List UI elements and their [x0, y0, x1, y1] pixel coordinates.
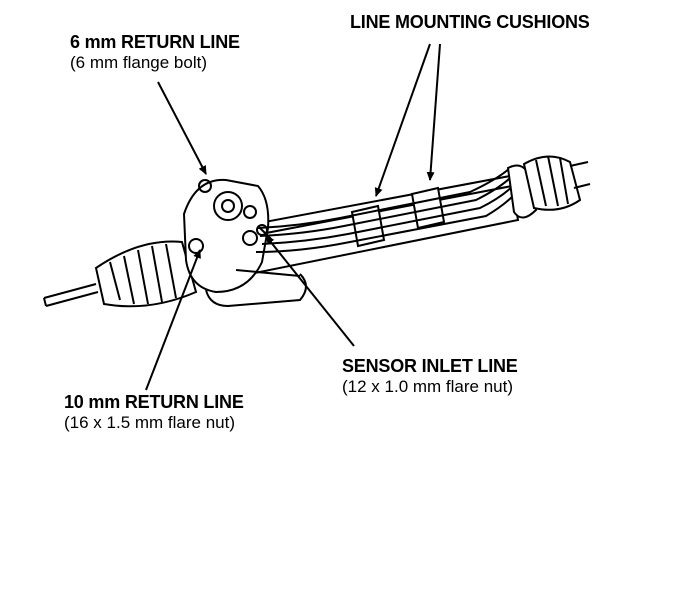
label-10mm-return-title: 10 mm RETURN LINE — [64, 392, 244, 412]
leader-10mm-return — [145, 249, 201, 391]
leader-lines — [145, 43, 441, 391]
label-cushions-title: LINE MOUNTING CUSHIONS — [350, 12, 590, 32]
rack-housing — [43, 155, 591, 308]
label-6mm-return-detail: (6 mm flange bolt) — [70, 52, 207, 72]
label-6mm-return-title: 6 mm RETURN LINE — [70, 32, 240, 52]
leader-sensor-inlet — [265, 235, 355, 347]
label-cushions: LINE MOUNTING CUSHIONS — [350, 12, 590, 33]
leader-cushion-2 — [426, 43, 441, 181]
label-sensor-inlet-title: SENSOR INLET LINE — [342, 356, 518, 376]
label-sensor-inlet: SENSOR INLET LINE (12 x 1.0 mm flare nut… — [342, 356, 518, 396]
leader-6mm-return — [157, 81, 207, 175]
label-sensor-inlet-detail: (12 x 1.0 mm flare nut) — [342, 376, 514, 396]
label-6mm-return: 6 mm RETURN LINE (6 mm flange bolt) — [70, 32, 240, 72]
label-10mm-return: 10 mm RETURN LINE (16 x 1.5 mm flare nut… — [64, 392, 244, 432]
label-10mm-return-detail: (16 x 1.5 mm flare nut) — [64, 412, 236, 432]
leader-cushion-1 — [374, 43, 431, 197]
